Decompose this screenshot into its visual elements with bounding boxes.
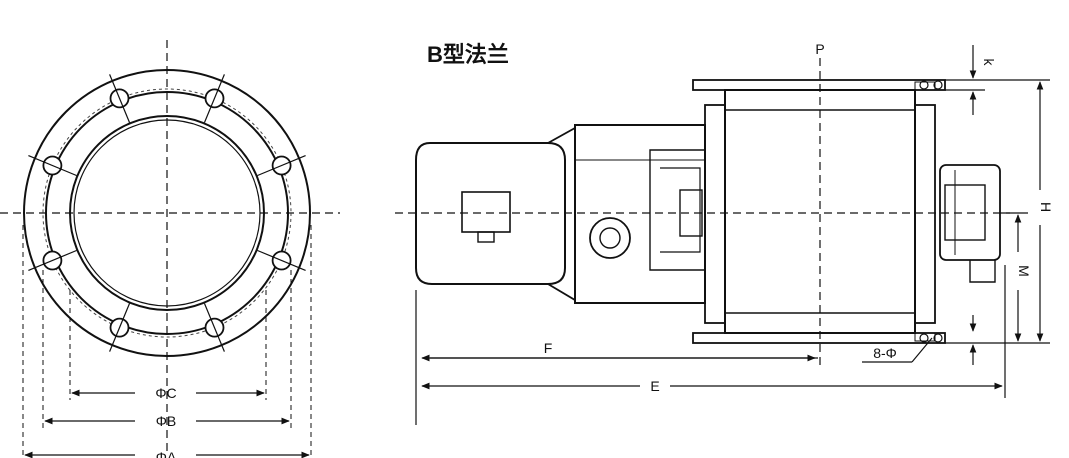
diagram-title: B型法兰 [427,42,509,67]
label-k: k [981,59,997,67]
gearbox-cap-inner [599,227,621,249]
bolt-hole-radial-line [203,74,225,123]
terminal-box [461,191,511,233]
flange-bolt-marks [919,80,943,343]
label-m: M [1016,265,1032,277]
label-holes: 8-Φ [873,345,897,361]
motor-neck [547,126,576,302]
bolt-hole-radial-line [109,74,131,123]
left-end-plate [704,104,726,324]
gearbox [574,124,706,304]
flange-front-view [0,40,340,455]
terminal-box-plug [477,231,495,243]
bolt-hole-radial-line [203,303,225,352]
label-e: E [650,378,659,394]
holes-leader-diagonal [911,337,933,363]
dim-label-a: ΦA [156,449,177,458]
flange-dimension-lines [24,389,310,458]
bolt-hole-radial-line [28,155,77,177]
gearbox-cap-outer [589,217,631,259]
flange-extension-lines [22,225,312,455]
bolt-stud-top [914,81,936,91]
coupling-bracket-inner [660,167,701,253]
flange-inner-circle [69,115,265,311]
bolt-stud-bottom [914,332,936,342]
dim-label-b: ΦB [156,413,177,429]
bottom-flange-plate [692,332,946,344]
right-end-plate [914,104,936,324]
flange-bore-circle [73,119,261,307]
dim-label-c: ΦC [155,385,176,401]
label-h: H [1038,202,1054,212]
flange-outer-circle [23,69,311,357]
side-view [395,58,1010,370]
bearing-cap-inner [944,184,986,241]
bolt-hole-radial-line [28,249,77,271]
label-f: F [544,340,553,356]
bolt-hole-radial-line [109,303,131,352]
bolt-hole-group [28,74,306,352]
bolt-hole-radial-line [257,155,306,177]
coupling-core [679,189,703,237]
top-flange-plate [692,79,946,91]
flange-bolt-circle [42,88,292,338]
bearing-cap-pipe [969,260,996,283]
label-p: P [815,41,824,57]
flange-ring-circle [45,91,289,335]
bolt-hole-radial-line [257,249,306,271]
side-dimension-lines [415,45,1050,425]
